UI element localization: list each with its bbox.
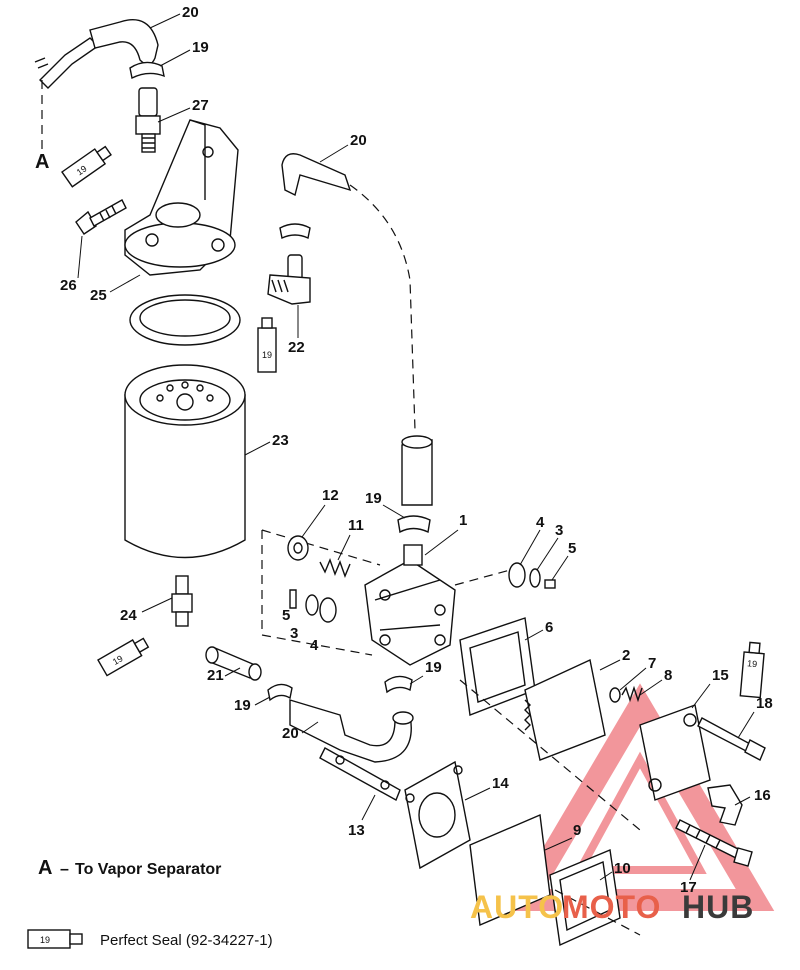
svg-text:17: 17	[680, 879, 697, 896]
svg-text:2: 2	[622, 647, 630, 664]
check-valve-left	[289, 589, 337, 623]
pump-cover-15	[639, 704, 711, 801]
svg-text:22: 22	[288, 339, 305, 356]
svg-text:MOTO: MOTO	[562, 889, 661, 925]
svg-text:6: 6	[545, 619, 553, 636]
sealant-tube-legend-icon: 19	[27, 929, 83, 949]
diaphragm-12	[287, 535, 309, 561]
hose-20-lower	[289, 699, 414, 763]
elbow-fitting-22	[267, 254, 311, 305]
sealant-tube-icon-right: 19	[739, 641, 765, 699]
svg-text:19: 19	[425, 659, 442, 676]
svg-text:21: 21	[207, 667, 224, 684]
fuel-pump-body-1	[364, 544, 456, 666]
gasket-6	[459, 617, 536, 716]
svg-text:15: 15	[712, 667, 729, 684]
check-valve-right	[454, 562, 556, 589]
svg-text:19: 19	[192, 39, 209, 56]
svg-text:8: 8	[664, 667, 672, 684]
svg-text:23: 23	[272, 432, 289, 449]
svg-text:19: 19	[234, 697, 251, 714]
sealant-tube-icon: 19	[61, 145, 112, 188]
svg-text:To Vapor Separator: To Vapor Separator	[75, 861, 221, 878]
svg-text:20: 20	[282, 725, 299, 742]
barb-fitting-27	[135, 87, 161, 153]
svg-text:7: 7	[648, 655, 656, 672]
svg-text:19: 19	[40, 935, 50, 945]
svg-text:20: 20	[182, 4, 199, 21]
part-labels: 20 19 27 A 26 25 20 22 23 24 12 11 19 1 …	[35, 4, 773, 896]
svg-text:19: 19	[111, 653, 125, 667]
svg-text:9: 9	[573, 822, 581, 839]
svg-text:14: 14	[492, 775, 509, 792]
hose-clamp-19-top	[129, 61, 165, 80]
svg-text:19: 19	[262, 350, 272, 360]
svg-text:HUB: HUB	[682, 889, 754, 925]
mounting-plate-14	[404, 760, 471, 870]
pump-internals-box	[261, 529, 381, 656]
spring-11	[319, 558, 351, 578]
svg-text:25: 25	[90, 287, 107, 304]
svg-text:3: 3	[555, 522, 563, 539]
watermark-text: AUTO MOTO HUB	[470, 889, 754, 925]
svg-text:20: 20	[350, 132, 367, 149]
hose-clamp-19-lower-left	[267, 683, 293, 702]
hose-clamp-19-pump	[397, 515, 431, 534]
gasket-10	[549, 849, 621, 947]
svg-text:18: 18	[756, 695, 773, 712]
hose-20-mid	[281, 153, 433, 506]
svg-text:5: 5	[282, 607, 290, 624]
svg-text:26: 26	[60, 277, 77, 294]
spring-8	[609, 685, 643, 703]
diaphragm-2	[524, 658, 606, 761]
svg-text:4: 4	[310, 637, 319, 654]
svg-text:19: 19	[747, 658, 758, 669]
sealant-tube-icon-lower: 19	[97, 637, 150, 677]
svg-text:10: 10	[614, 860, 631, 877]
svg-text:11: 11	[348, 517, 364, 534]
svg-text:3: 3	[290, 625, 298, 642]
fuel-filter-23	[124, 364, 246, 559]
hose-clamp-19-mid	[279, 223, 311, 240]
hose-clamp-19-lower-right	[384, 675, 413, 694]
svg-text:24: 24	[120, 607, 137, 624]
gasket-9	[469, 813, 551, 927]
svg-text:A: A	[38, 857, 52, 879]
legend-vapor-separator: A – To Vapor Separator	[38, 857, 221, 879]
svg-text:–: –	[60, 861, 69, 878]
bolt-18	[697, 717, 766, 761]
seal-ring	[129, 294, 241, 346]
svg-text:Perfect Seal (92-34227-1): Perfect Seal (92-34227-1)	[100, 932, 273, 949]
svg-text:16: 16	[754, 787, 771, 804]
bolt-26	[75, 199, 127, 235]
filter-bracket-25	[124, 119, 239, 276]
svg-text:27: 27	[192, 97, 209, 114]
watermark-triangle	[505, 683, 775, 911]
sensor-24	[171, 575, 193, 627]
legend-sealant: 19 Perfect Seal (92-34227-1)	[27, 929, 273, 949]
strap-13	[319, 747, 401, 801]
svg-text:12: 12	[322, 487, 339, 504]
fitting-21	[205, 646, 262, 681]
svg-text:AUTO: AUTO	[470, 889, 564, 925]
svg-text:1: 1	[459, 512, 467, 529]
svg-text:19: 19	[365, 490, 382, 507]
svg-text:5: 5	[568, 540, 576, 557]
svg-text:A: A	[35, 151, 49, 173]
svg-text:19: 19	[75, 163, 89, 177]
bolt-17	[675, 819, 753, 867]
sealant-tube-icon-vertical: 19	[257, 317, 277, 373]
assembly-line-lower	[459, 679, 641, 936]
svg-text:13: 13	[348, 822, 365, 839]
svg-text:4: 4	[536, 514, 545, 531]
elbow-fitting-16	[707, 784, 743, 826]
